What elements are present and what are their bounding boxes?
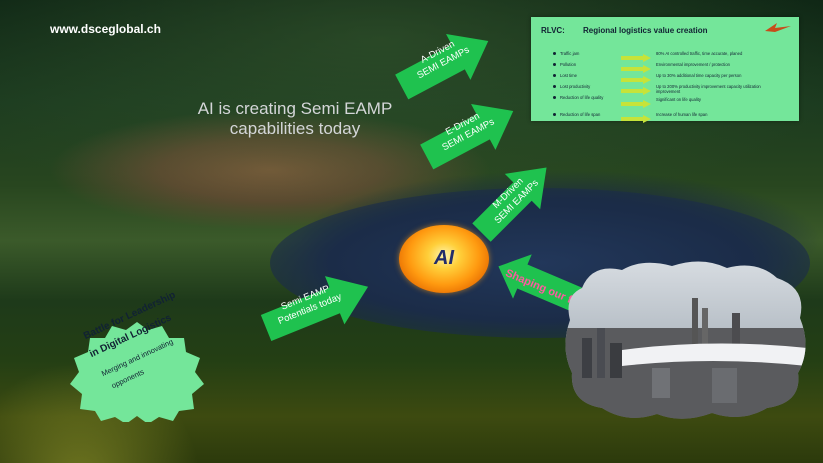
logo-icon xyxy=(765,23,791,32)
row-result: 80% AI controlled traffic, time accurate… xyxy=(656,51,743,56)
rlvc-panel: RLVC: Regional logistics value creation … xyxy=(531,17,799,123)
row-issue: Lost time xyxy=(560,73,577,78)
row-issue: Traffic jam xyxy=(560,51,580,56)
row-result: Increase of human life span xyxy=(656,112,708,117)
row-result: Up to 30% additional time capacity per p… xyxy=(656,73,742,78)
arrow-a-driven: A-Driven SEMI EAMPs xyxy=(390,18,500,110)
row-result: Significant on life quality xyxy=(656,97,701,102)
headline: AI is creating Semi EAMP capabilities to… xyxy=(197,99,393,138)
row-result: Up to 200% productivity improvement capa… xyxy=(656,84,761,94)
city-skyline-image xyxy=(565,261,806,419)
row-arrow-icon xyxy=(621,95,651,108)
arrow-semi-eamp: Semi EAMP Potentials today xyxy=(258,262,378,352)
row-arrow-icon xyxy=(621,110,651,123)
panel-title: Regional logistics value creation xyxy=(583,26,708,35)
row-issue: Lost productivity xyxy=(560,84,591,89)
row-result: Environmental improvement / protection xyxy=(656,62,731,67)
row-issue: Reduction of life span xyxy=(560,112,601,117)
panel-code: RLVC: xyxy=(541,26,565,35)
row-arrow-icon xyxy=(621,71,651,84)
row-arrow-icon xyxy=(621,60,651,73)
arrow-e-driven: E-Driven SEMI EAMPs xyxy=(415,88,525,180)
row-issue: Pollution xyxy=(560,62,577,67)
leadership-badge xyxy=(70,322,204,422)
arrow-m-driven: M-Driven SEMI EAMPs xyxy=(464,150,564,250)
site-url[interactable]: www.dsceglobal.ch xyxy=(50,22,161,36)
ai-label: AI xyxy=(434,247,454,269)
ai-fireball: AI xyxy=(399,225,489,293)
row-arrow-icon xyxy=(621,49,651,62)
row-issue: Reduction of life quality xyxy=(560,95,604,100)
row-arrow-icon xyxy=(621,82,651,95)
